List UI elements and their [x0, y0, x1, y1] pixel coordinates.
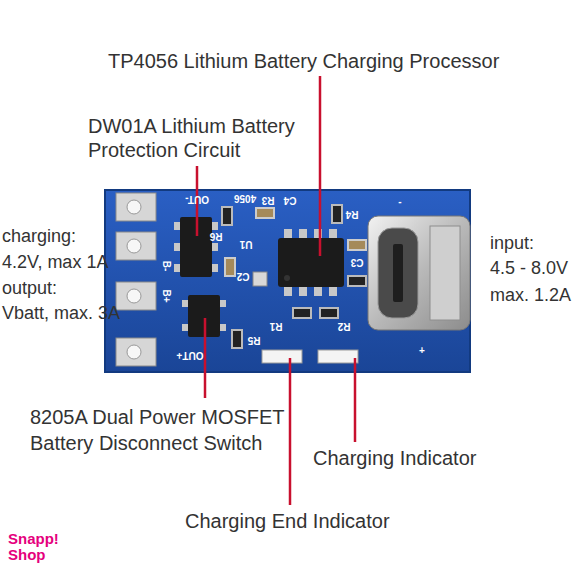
- led: [318, 350, 358, 363]
- callout-text: 8205A Dual Power MOSFET Battery Disconne…: [30, 404, 312, 456]
- resistor: [348, 276, 366, 286]
- usb-c-opening: [378, 228, 418, 318]
- capacitor: [348, 240, 366, 250]
- silkscreen-label: B+: [161, 289, 172, 302]
- pcb-board: [105, 190, 470, 372]
- pin1-dot: [284, 275, 290, 281]
- usb-c-shell: [430, 226, 460, 320]
- resistor: [232, 330, 242, 348]
- watermark-text: Snapp!: [8, 530, 59, 548]
- silkscreen-label: -: [398, 196, 401, 207]
- spec-text: Vbatt, max. 3A: [2, 302, 120, 324]
- silkscreen-label: 4056: [234, 193, 256, 204]
- spec-text: 4.5 - 8.0V: [490, 257, 568, 279]
- pad-hole: [127, 345, 141, 359]
- solder-pad: [116, 193, 156, 221]
- watermark-text: Shop: [8, 546, 46, 564]
- silkscreen-label: R2: [338, 321, 351, 332]
- spec-text: max. 1.2A: [490, 284, 571, 306]
- silkscreen-label: C4: [284, 195, 297, 206]
- spec-text: 4.2V, max 1A: [2, 251, 108, 273]
- leader-line: [319, 76, 322, 256]
- led: [262, 350, 302, 363]
- silkscreen-label: C2: [237, 271, 250, 282]
- callout-text: TP4056 Lithium Battery Charging Processo…: [108, 49, 499, 73]
- pad-hole: [127, 239, 141, 253]
- capacitor: [225, 258, 235, 276]
- silkscreen-label: U1: [240, 239, 253, 250]
- pad-hole: [127, 200, 141, 214]
- usb-c-tongue: [393, 244, 403, 302]
- resistor: [293, 308, 311, 318]
- capacitor: [256, 208, 274, 218]
- leader-line: [289, 358, 292, 505]
- solder-pad: [116, 282, 156, 310]
- resistor: [320, 308, 338, 318]
- silkscreen-label: R6: [210, 231, 223, 242]
- silkscreen-label: OUT+: [177, 350, 204, 361]
- callout-text: Charging End Indicator: [185, 509, 390, 533]
- leader-line: [354, 358, 357, 442]
- silkscreen-label: C3: [351, 257, 364, 268]
- solder-pad: [116, 338, 156, 366]
- resistor: [222, 207, 232, 225]
- callout-text: DW01A Lithium Battery Protection Circuit: [88, 114, 328, 162]
- charger-ic: [278, 238, 344, 287]
- pad-hole: [127, 289, 141, 303]
- silkscreen-label: R4: [346, 209, 359, 220]
- spec-text: input:: [490, 232, 534, 254]
- silkscreen-label: R1: [270, 321, 283, 332]
- spec-text: charging:: [2, 225, 76, 247]
- silkscreen-label: +: [419, 345, 425, 356]
- solder-pad: [116, 232, 156, 260]
- leader-line: [204, 318, 207, 398]
- spec-text: output:: [2, 277, 57, 299]
- callout-text: Charging Indicator: [313, 446, 476, 470]
- usb-c-connector: [368, 216, 470, 330]
- silkscreen-label: B-: [161, 261, 172, 272]
- inductor: [253, 272, 267, 286]
- silkscreen-label: OUT-: [185, 194, 209, 205]
- silkscreen-label: R3: [262, 195, 275, 206]
- resistor: [332, 205, 342, 223]
- silkscreen-label: R5: [248, 335, 261, 346]
